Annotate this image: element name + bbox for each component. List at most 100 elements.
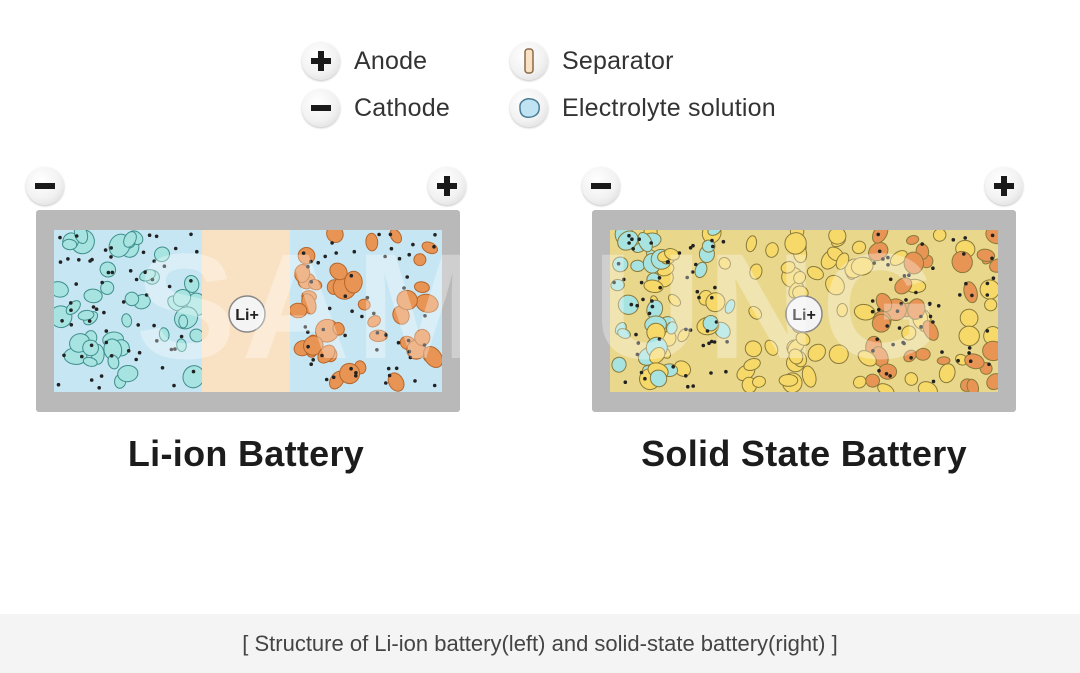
lithium-dot	[690, 270, 695, 274]
lithium-dot	[433, 233, 437, 237]
particle	[367, 315, 381, 328]
particle	[369, 329, 388, 343]
lithium-dot	[327, 306, 332, 311]
particle	[784, 232, 807, 255]
negative-terminal-icon	[582, 167, 620, 205]
particle	[673, 360, 692, 377]
lithium-dot	[143, 270, 147, 274]
lithium-dot	[985, 281, 990, 286]
lithium-dot	[384, 381, 388, 385]
lithium-dot	[886, 263, 890, 267]
particle	[907, 298, 926, 320]
lithium-dot	[914, 290, 918, 295]
particle	[718, 257, 731, 270]
particle	[178, 314, 189, 329]
particle	[332, 322, 345, 336]
lithium-dot	[634, 332, 638, 337]
particle	[743, 357, 761, 372]
solid-electrolyte-particles	[610, 230, 998, 392]
lithium-dot	[58, 260, 63, 264]
lithium-dot	[179, 334, 184, 339]
particle	[989, 258, 998, 273]
lithium-dot	[155, 339, 159, 343]
lithium-dot	[413, 379, 417, 383]
particle	[290, 302, 308, 319]
particle	[357, 298, 371, 311]
lithium-dot	[172, 383, 176, 388]
lithium-dot	[152, 323, 156, 328]
lithium-dot	[372, 311, 376, 316]
lithium-dot	[951, 238, 956, 242]
lithium-dot	[316, 260, 321, 265]
lithium-dot	[684, 327, 688, 332]
lithium-dot	[888, 374, 892, 378]
lithium-dot	[958, 293, 962, 297]
lithium-dot	[144, 293, 149, 297]
lithium-dot	[306, 264, 310, 269]
lithium-dot	[968, 359, 973, 363]
particle	[396, 289, 418, 311]
lithium-dot	[141, 250, 146, 255]
lithium-dot	[711, 244, 715, 249]
lithium-dot	[928, 314, 933, 319]
particle	[903, 251, 925, 275]
lithium-dot	[383, 254, 387, 259]
particle	[932, 230, 947, 242]
lithium-dot	[136, 323, 140, 327]
particle	[904, 372, 919, 386]
particle	[958, 325, 980, 347]
lithium-dot	[422, 343, 427, 347]
particle	[749, 263, 763, 280]
lithium-dot	[109, 246, 113, 250]
lithium-dot	[56, 382, 61, 387]
lithium-dot	[423, 314, 427, 318]
particle	[413, 281, 430, 293]
lithium-dot	[665, 260, 670, 264]
legend-cathode: Cathode	[302, 89, 450, 127]
lithium-dots	[56, 232, 437, 390]
lithium-dot	[94, 307, 99, 311]
particle	[158, 327, 170, 342]
particle	[413, 253, 427, 267]
lithium-dot	[309, 280, 314, 284]
particle	[365, 232, 379, 252]
lithium-dot	[408, 355, 413, 360]
lithium-dot	[69, 301, 73, 305]
lithium-dot	[875, 337, 879, 342]
li-ion-label: Li+	[792, 307, 816, 324]
lithium-dot	[871, 349, 875, 353]
particle	[745, 235, 758, 253]
particle	[778, 374, 799, 387]
lithium-dot	[405, 275, 410, 279]
particle	[780, 260, 796, 274]
particle	[852, 375, 867, 389]
lithium-dot	[707, 341, 711, 346]
lithium-dot	[987, 362, 991, 367]
particle	[825, 274, 845, 296]
lithium-dot	[80, 354, 84, 359]
particle	[875, 292, 893, 313]
lithium-dot	[629, 302, 634, 307]
particle	[82, 339, 99, 357]
lithium-dot	[712, 340, 717, 344]
lithium-dot	[402, 286, 406, 290]
lithium-dot	[623, 380, 628, 384]
lithium-dot	[962, 252, 966, 256]
lithium-dot	[306, 344, 310, 349]
lithium-dot	[74, 282, 78, 286]
lithium-dot	[691, 243, 695, 248]
lithium-dot	[169, 347, 174, 352]
particle	[176, 338, 187, 352]
lithium-dot	[907, 273, 911, 277]
lithium-dot	[320, 353, 324, 358]
particle	[917, 381, 938, 392]
lithium-dot	[411, 242, 415, 247]
lithium-dot	[394, 366, 399, 371]
lithium-dot	[134, 357, 138, 362]
particle	[423, 345, 442, 369]
particle	[793, 271, 807, 285]
lithium-dot	[899, 302, 903, 306]
lithium-dot	[60, 319, 64, 323]
lithium-dot	[309, 259, 313, 264]
lithium-dot	[432, 245, 436, 249]
